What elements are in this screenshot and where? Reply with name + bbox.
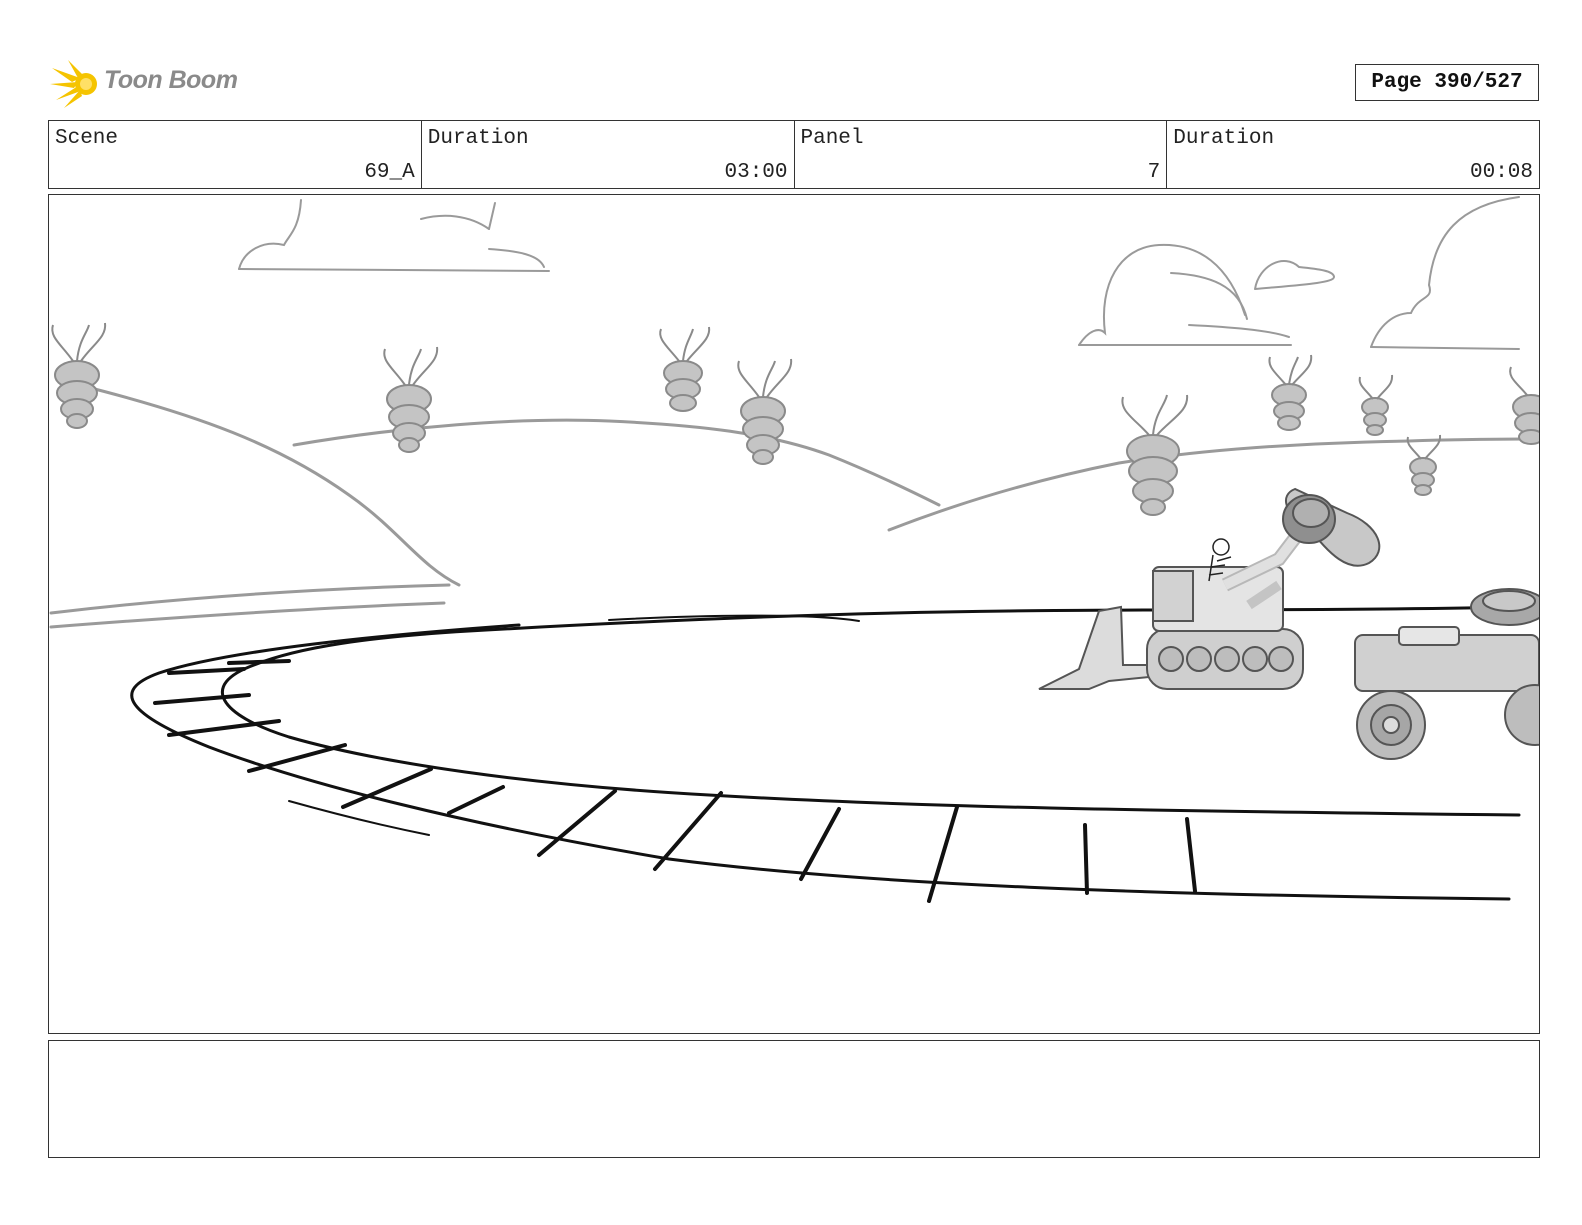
panel-notes-area [48, 1040, 1540, 1158]
panel-duration-value: 00:08 [1469, 161, 1533, 184]
toon-boom-logo: Toon Boom [50, 56, 250, 110]
storyboard-panel [48, 194, 1540, 1034]
scene-duration-label: Duration [427, 127, 529, 150]
scene-duration-cell: Duration 03:00 [422, 121, 795, 188]
page-number: Page 390/527 [1355, 64, 1539, 101]
scene-value: 69_A [364, 161, 415, 184]
hills-sketch [49, 383, 1539, 629]
toon-boom-logo-icon [50, 60, 97, 108]
trees-sketch [51, 322, 1539, 516]
scene-label: Scene [55, 127, 119, 150]
clouds-sketch [238, 196, 1520, 350]
tank-vehicle [1038, 487, 1381, 690]
panel-label: Panel [800, 127, 864, 150]
race-track-sketch [130, 605, 1521, 903]
logo-text: Toon Boom [104, 66, 238, 94]
panel-sketch [49, 196, 1539, 903]
scene-duration-value: 03:00 [724, 161, 788, 184]
monster-truck [1354, 588, 1539, 760]
panel-cell: Panel 7 [795, 121, 1168, 188]
panel-info-row: Scene 69_A Duration 03:00 Panel 7 Durati… [48, 120, 1540, 189]
panel-value: 7 [1147, 161, 1161, 184]
panel-duration-cell: Duration 00:08 [1167, 121, 1539, 188]
panel-duration-label: Duration [1173, 127, 1275, 150]
scene-cell: Scene 69_A [49, 121, 422, 188]
